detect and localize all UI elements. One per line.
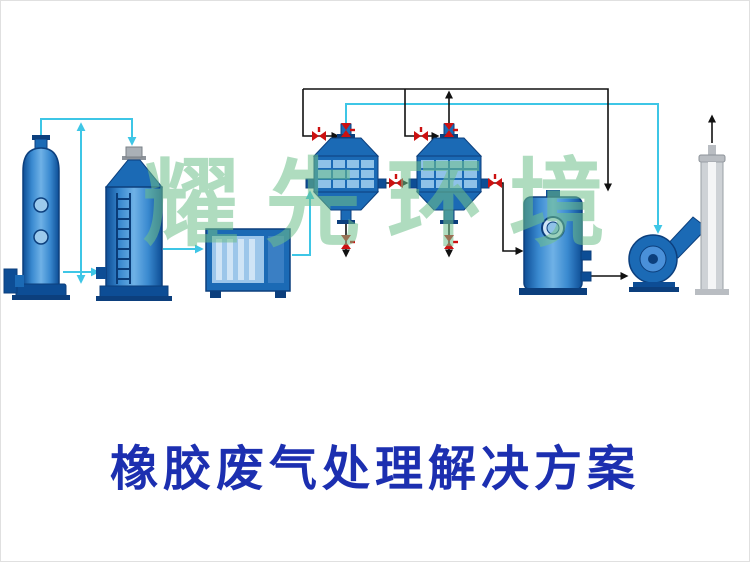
pipe-drum2-to-tank [489, 182, 524, 255]
pipe-drum1-to-fan-bypass [345, 103, 663, 234]
valve-icon [488, 174, 502, 188]
exhaust-chimney [695, 145, 729, 295]
ladder-rungs [117, 198, 130, 280]
activated-carbon-drum-1 [305, 123, 387, 225]
valve-icon [341, 235, 355, 249]
spray-tower [3, 135, 70, 300]
pipe-network-cyan [40, 103, 663, 284]
centrifugal-fan [628, 216, 708, 292]
scrubber-tower [96, 146, 172, 301]
activated-carbon-drum-2 [408, 123, 490, 225]
pipe-uv-unit-to-drum1 [292, 190, 315, 256]
page-title: 橡胶废气处理解决方案 [109, 443, 640, 496]
valve-icon [444, 235, 458, 249]
tower-window [33, 229, 49, 245]
valve-icon [312, 127, 326, 141]
settling-tank [519, 190, 592, 295]
valve-icon [389, 174, 403, 188]
valve-icon [414, 127, 428, 141]
tower-window [33, 197, 49, 213]
uv-photolysis-unit [205, 228, 291, 298]
